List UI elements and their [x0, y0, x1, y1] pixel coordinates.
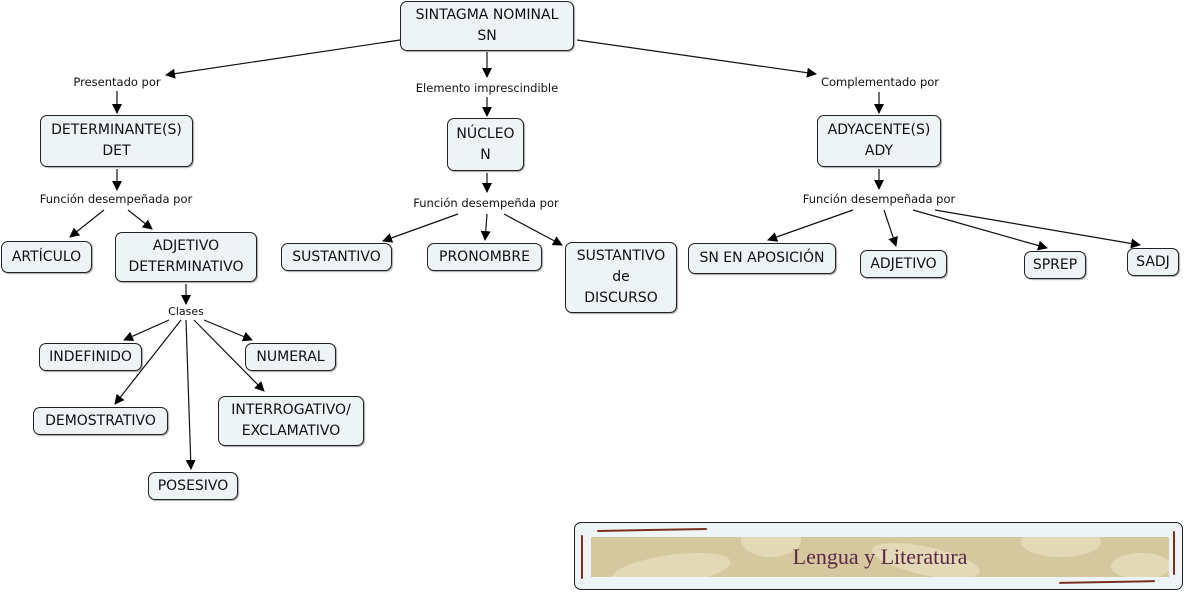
- link-funcion-articulo: [69, 209, 105, 238]
- node-text: de: [612, 269, 630, 285]
- node-sintagma-nominal[interactable]: SINTAGMA NOMINAL SN: [400, 1, 574, 51]
- node-numeral[interactable]: NUMERAL: [245, 343, 336, 371]
- link-clases-posesivo: [185, 319, 196, 470]
- banner-title: Lengua y Literatura: [792, 544, 968, 569]
- link-funcion-sprep: [912, 209, 1048, 251]
- node-adjetivo-determinativo[interactable]: ADJETIVO DETERMINATIVO: [115, 232, 257, 282]
- link-root-presentado: [165, 39, 401, 79]
- link-label-elemento-imprescindible: Elemento imprescindible: [414, 81, 560, 95]
- node-text: SUSTANTIVO: [292, 248, 381, 265]
- node-sustantivo-de-discurso[interactable]: SUSTANTIVO de DISCURSO: [565, 242, 677, 313]
- link-clases-numeral: [203, 319, 253, 342]
- node-text: N: [480, 146, 491, 163]
- node-text: NÚCLEO: [456, 125, 515, 142]
- node-sustantivo[interactable]: SUSTANTIVO: [281, 243, 392, 271]
- node-text: POSESIVO: [157, 477, 229, 494]
- node-sprep[interactable]: SPREP: [1024, 251, 1086, 279]
- link-label-funcion-ady: Función desempeñada por: [801, 192, 957, 206]
- node-text: SUSTANTIVO: [576, 248, 666, 264]
- link-funcion-snaposicion: [767, 209, 854, 242]
- node-text: ADJETIVO: [152, 238, 220, 254]
- node-text: DETERMINANTE(S): [51, 122, 182, 138]
- node-text: PRONOMBRE: [439, 248, 530, 265]
- node-text: SINTAGMA NOMINAL: [415, 7, 559, 23]
- node-adjetivo[interactable]: ADJETIVO: [860, 250, 947, 278]
- node-text: ARTÍCULO: [11, 248, 82, 265]
- node-text: SN EN APOSICIÓN: [699, 250, 825, 266]
- link-funcion-sustantivo: [382, 213, 459, 243]
- node-text: DISCURSO: [584, 290, 658, 306]
- link-funcion-sadj: [934, 209, 1141, 249]
- link-funcion-sustdiscurso: [503, 213, 563, 246]
- node-pronombre[interactable]: PRONOMBRE: [427, 243, 542, 271]
- node-demostrativo[interactable]: DEMOSTRATIVO: [33, 407, 168, 435]
- link-funcion-pronombre: [480, 213, 491, 241]
- node-text: SN: [477, 28, 497, 44]
- node-text: ADY: [864, 143, 894, 159]
- link-funcion-adjdet: [127, 209, 153, 230]
- node-sadj[interactable]: SADJ: [1127, 248, 1179, 276]
- link-clases-interrogativo: [193, 319, 265, 392]
- node-text: INTERROGATIVO/: [231, 402, 351, 418]
- node-determinante[interactable]: DETERMINANTE(S) DET: [40, 115, 193, 167]
- link-label-complementado-por: Complementado por: [819, 75, 941, 89]
- node-text: ADJETIVO: [870, 255, 937, 272]
- link-label-clases: Clases: [167, 305, 205, 318]
- link-clases-indefinido: [123, 319, 170, 341]
- link-root-complementado: [576, 39, 817, 78]
- node-interrogativo-exclamativo[interactable]: INTERROGATIVO/ EXCLAMATIVO: [218, 396, 364, 446]
- link-funcion-adjetivo: [883, 209, 898, 247]
- node-posesivo[interactable]: POSESIVO: [148, 472, 238, 500]
- node-nucleo[interactable]: NÚCLEO N: [447, 118, 524, 171]
- node-articulo[interactable]: ARTÍCULO: [1, 241, 92, 273]
- node-text: SPREP: [1032, 256, 1078, 273]
- banner-strip: Lengua y Literatura: [591, 537, 1169, 577]
- node-sn-en-aposicion[interactable]: SN EN APOSICIÓN: [688, 243, 836, 274]
- node-text: DETERMINATIVO: [128, 259, 244, 275]
- node-text: INDEFINIDO: [49, 348, 132, 365]
- link-label-funcion-det: Función desempeñada por: [38, 192, 194, 206]
- link-label-funcion-nucleo: Función desempeñda por: [412, 196, 560, 210]
- node-text: SADJ: [1136, 253, 1170, 270]
- node-text: ADYACENTE(S): [827, 122, 931, 138]
- node-text: EXCLAMATIVO: [241, 423, 341, 439]
- banner: Lengua y Literatura: [574, 522, 1183, 590]
- node-indefinido[interactable]: INDEFINIDO: [39, 343, 142, 371]
- node-adyacente[interactable]: ADYACENTE(S) ADY: [817, 115, 941, 167]
- node-text: DEMOSTRATIVO: [45, 412, 156, 429]
- link-clases-demostrativo: [114, 319, 182, 405]
- link-label-presentado-por: Presentado por: [72, 75, 162, 89]
- node-text: NUMERAL: [256, 348, 325, 365]
- node-text: DET: [102, 143, 131, 159]
